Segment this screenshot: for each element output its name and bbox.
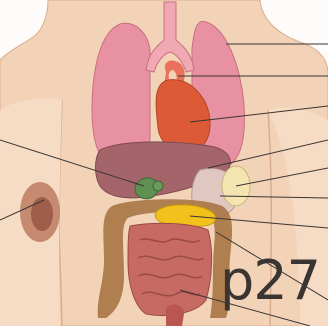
page-number-label: p27	[220, 254, 320, 308]
rectum	[166, 304, 184, 326]
small-intestine	[128, 223, 212, 315]
